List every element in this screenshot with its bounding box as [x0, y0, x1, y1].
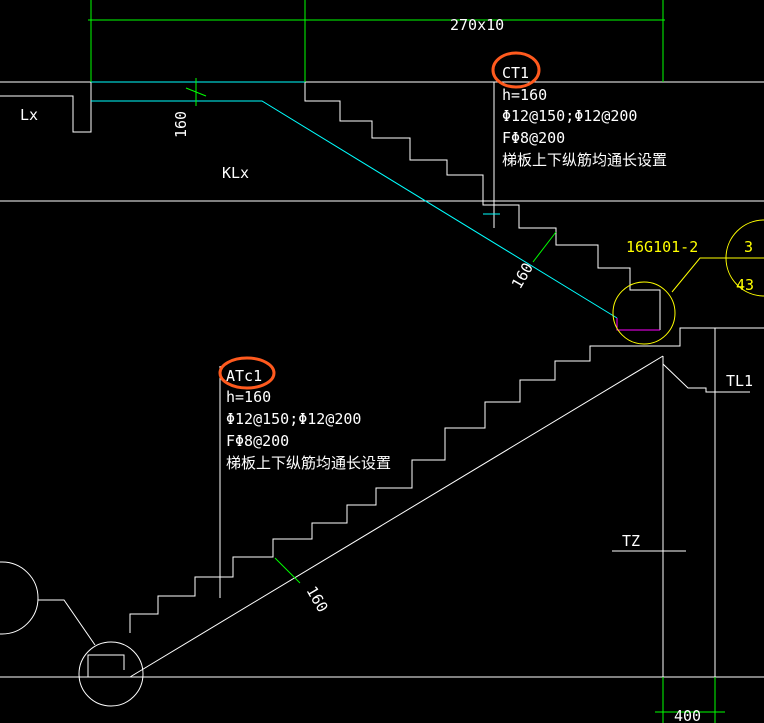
- landing-outline: [625, 327, 764, 347]
- lx-label: Lx: [20, 106, 38, 124]
- detail-ref-code: 16G101-2: [626, 238, 698, 256]
- tz-label: TZ: [622, 532, 640, 550]
- ct1-slab-soffit: [91, 100, 618, 319]
- atc1-stair-steps: [129, 345, 625, 633]
- bottom-dimension-text: 400: [674, 707, 701, 723]
- slab-thickness-ct1: 160: [508, 260, 537, 292]
- detail-circle-ref: [612, 281, 676, 345]
- atc1-note: 梯板上下纵筋均通长设置: [226, 454, 391, 472]
- detail-ref-leader: [671, 257, 764, 293]
- ct1-rebar: Φ12@150;Φ12@200: [502, 107, 637, 125]
- detail-corner-bottom: [87, 654, 125, 677]
- detail-leader-left: [38, 599, 96, 646]
- klx-label: KLx: [222, 164, 249, 182]
- dim-160-ct1: [532, 231, 557, 263]
- ct1-dist: FΦ8@200: [502, 129, 565, 147]
- atc1-rebar: Φ12@150;Φ12@200: [226, 410, 361, 428]
- atc1-highlight: [218, 356, 276, 390]
- atc1-h: h=160: [226, 388, 271, 406]
- lx-beam-outline: [0, 82, 92, 133]
- ct1-name: CT1: [502, 64, 529, 82]
- detail-circle-bottom: [78, 641, 144, 707]
- detail-ref-page: 43: [736, 276, 754, 294]
- detail-ref-number: 3: [744, 238, 753, 256]
- detail-circle-left: [0, 561, 39, 635]
- dim-160-top-tick: [185, 87, 207, 97]
- atc1-dist: FΦ8@200: [226, 432, 289, 450]
- ct1-note: 梯板上下纵筋均通长设置: [502, 151, 667, 169]
- top-dimension-text: 270x10: [450, 16, 504, 34]
- ct1-h: h=160: [502, 86, 547, 104]
- tl1-label: TL1: [726, 372, 753, 390]
- magenta-joint: [616, 318, 660, 331]
- ct1-highlight: [491, 51, 541, 89]
- atc1-name: ATc1: [226, 367, 262, 385]
- detail-index-circle: [725, 219, 764, 297]
- slab-thickness-atc1: 160: [303, 583, 332, 615]
- ct1-stair-steps: [304, 82, 661, 330]
- slab-thickness-top: 160: [172, 111, 190, 138]
- atc1-slab-soffit: [129, 355, 664, 678]
- dim-160-atc1: [274, 557, 301, 584]
- tl1-leader: [662, 363, 750, 393]
